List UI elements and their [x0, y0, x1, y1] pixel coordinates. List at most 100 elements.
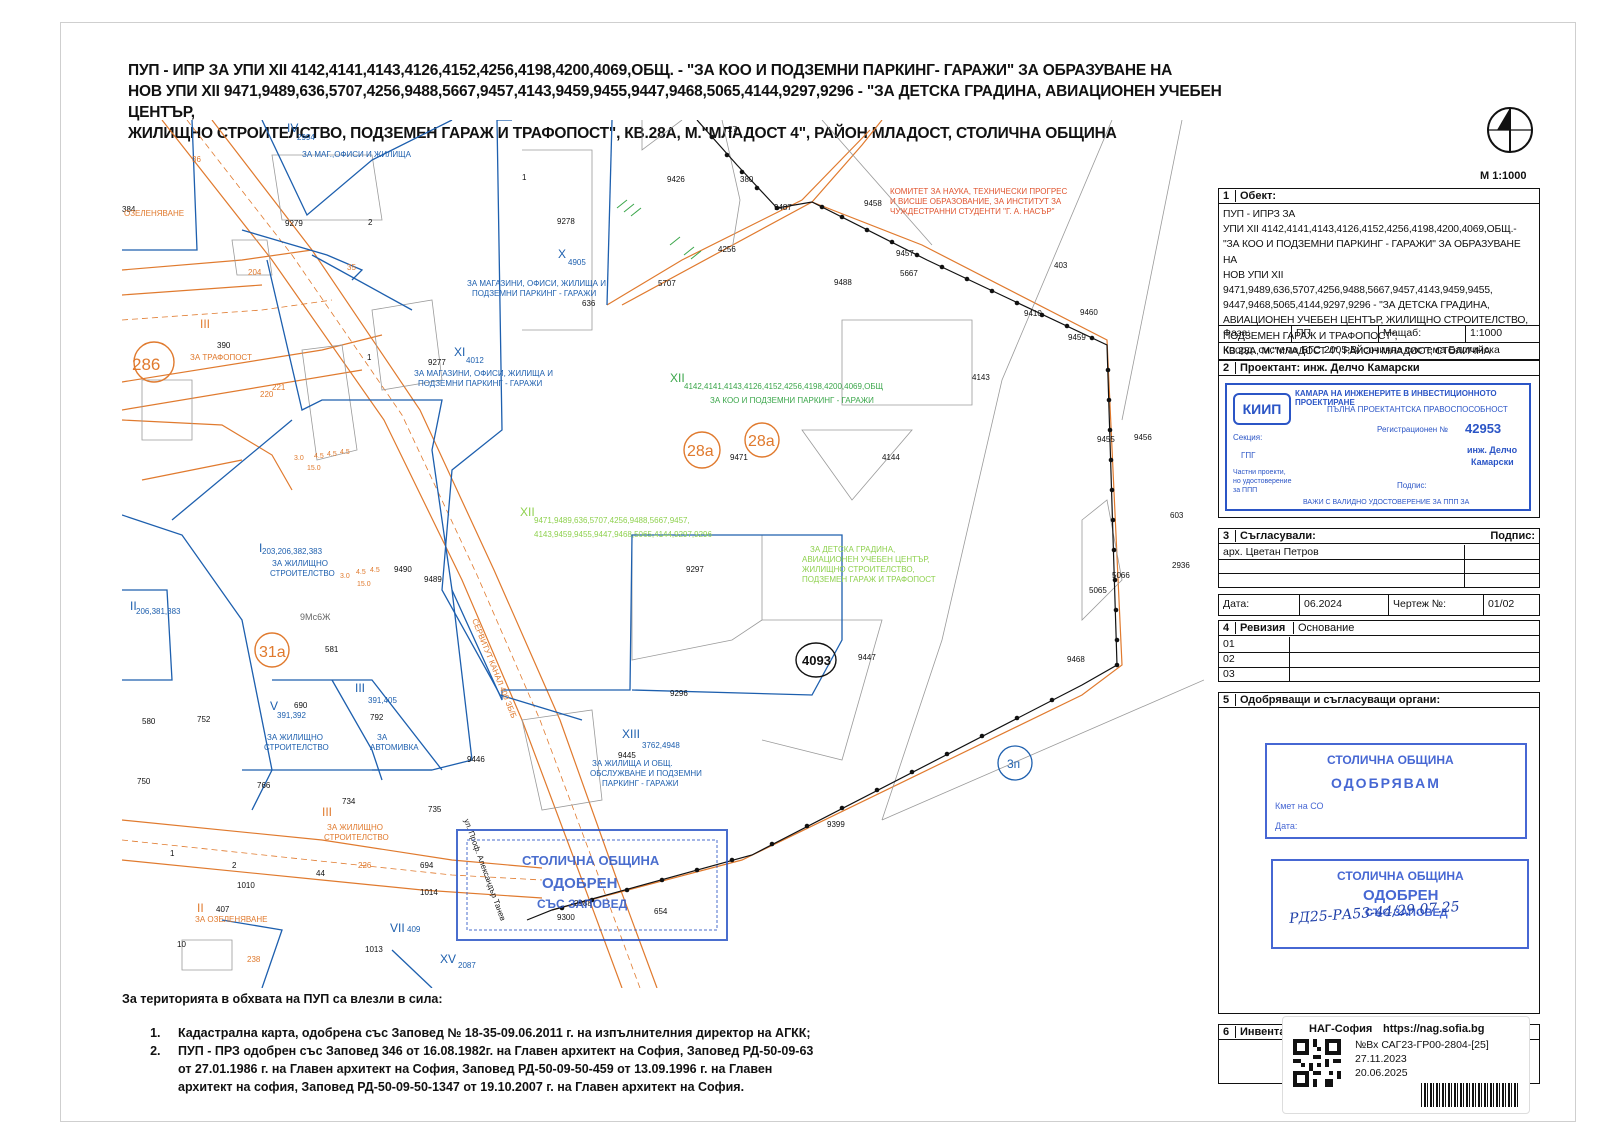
survey-point: 238: [247, 955, 261, 964]
quarter-number: 3п: [1007, 757, 1020, 771]
parcel-number: 9488: [834, 278, 852, 287]
stamp-text: ГПГ: [1241, 451, 1256, 460]
stamp-text: ОДОБРЕН: [1363, 887, 1439, 904]
parcel-number: 603: [1170, 511, 1184, 520]
stamp-text: КАМАРА НА ИНЖЕНЕРИТЕ В ИНВЕСТИЦИОННОТО П…: [1295, 389, 1497, 407]
parcel-number: 1: [367, 353, 372, 362]
stamp-text: Камарски: [1471, 457, 1514, 467]
parcel-number: 9445: [618, 751, 636, 760]
parcel-number: 690: [294, 701, 308, 710]
kiip-logo-icon: КИИП: [1233, 393, 1291, 425]
municipality-approval-stamp: СТОЛИЧНА ОБЩИНА ОДОБРЕН СЪС ЗАПОВЕД: [1271, 859, 1529, 949]
parcel-number: 9300: [557, 913, 575, 922]
stamp-text: Дата:: [1275, 821, 1298, 831]
upi-parcels: 409: [407, 925, 421, 934]
quarter-number: 28а: [748, 433, 775, 450]
legal-item: ПУП - ПРЗ одобрен със Заповед 346 от 16.…: [164, 1042, 822, 1096]
coordinate-system: Коорд. система БГС 2005,Височинна систем…: [1223, 344, 1500, 356]
parcel-number: 5066: [1112, 571, 1130, 580]
object-line: ПУП - ИПРЗ ЗА: [1223, 209, 1296, 220]
parcel-number: 9489: [424, 575, 442, 584]
parcel-number: 9471: [730, 453, 748, 462]
scale-label: Мащаб:: [1379, 326, 1466, 342]
parcel-number: 44: [316, 869, 325, 878]
cadastral-map[interactable]: 9426 380 27 9278 1 9279 2 636 5707 4256 …: [122, 120, 1204, 988]
upi-purpose: ЗА ЖИЛИЩА И ОБЩ.: [592, 759, 673, 768]
parcel-number: 9490: [394, 565, 412, 574]
designer-name: Проектант: инж. Делчо Камарски: [1240, 362, 1420, 374]
block-label: Ревизия: [1240, 622, 1286, 634]
parcel-number: 9458: [864, 199, 882, 208]
block-index: 3: [1223, 530, 1236, 542]
nag-reference: №Вх САГ23-ГР00-2804-[25]: [1355, 1039, 1489, 1051]
block-label: Одобряващи и съгласуващи органи:: [1240, 694, 1441, 706]
upi-parcels: 4143,9459,9455,9447,9468,5065,4144,9297,…: [534, 530, 713, 539]
block-label: Инвентар: [1240, 1026, 1293, 1038]
block-index: 4: [1223, 622, 1236, 634]
parcel-number: 5707: [658, 279, 676, 288]
title-line: ЖИЛИЩНО СТРОИТЕЛСТВО, ПОДЗЕМЕН ГАРАЖ И Т…: [128, 125, 1117, 142]
object-line: НОВ УПИ XII 9471,9489,636,5707,4256,9488…: [1223, 269, 1493, 297]
upi-number: X: [558, 247, 566, 261]
upi-purpose: ЧУЖДЕСТРАННИ СТУДЕНТИ "Г. А. НАСЪР": [890, 207, 1055, 216]
upi-purpose: СТРОИТЕЛСТВО: [324, 833, 389, 842]
block-index: 1: [1223, 190, 1236, 202]
upi-parcels: 2087: [458, 961, 476, 970]
upi-purpose: ЗА ОЗЕЛЕНЯВАНЕ: [195, 915, 267, 924]
stamp-text: Кмет на СО: [1275, 801, 1324, 811]
upi-number: I: [259, 541, 262, 555]
parcel-number: 735: [428, 805, 442, 814]
parcel-number: 9457: [896, 249, 914, 258]
parcel-number: 2: [232, 861, 237, 870]
basis-label: Основание: [1298, 622, 1355, 634]
upi-parcels: 206,381,383: [136, 607, 181, 616]
upi-parcels: 4905: [568, 258, 586, 267]
parcel-number: 9446: [467, 755, 485, 764]
servitude-label: СЕРВИТУТ КАНАЛ 400 ЗБ/Б: [470, 617, 518, 719]
stamp-text: Регистрационен №: [1377, 425, 1448, 434]
parcel-number: 9456: [1134, 433, 1152, 442]
parcel-number: 1: [170, 849, 175, 858]
nag-date: 20.06.2025: [1355, 1067, 1408, 1079]
road-width: 4.5: [340, 449, 350, 456]
parcel-number: 1: [522, 173, 527, 182]
stamp-text: Секция:: [1233, 433, 1263, 442]
mayor-approval-stamp: СТОЛИЧНА ОБЩИНА ОДОБРЯВАМ Кмет на СО Дат…: [1265, 743, 1527, 839]
road-width: 15.0: [357, 581, 371, 588]
title-line: ПУП - ИПР ЗА УПИ XII 4142,4141,4143,4126…: [128, 62, 1173, 79]
upi-purpose: ПОДЗЕМЕН ГАРАЖ И ТРАФОПОСТ: [802, 575, 936, 584]
parcel-number: 9447: [858, 653, 876, 662]
nag-date: 27.11.2023: [1355, 1053, 1407, 1065]
engineer-stamp: КИИП КАМАРА НА ИНЖЕНЕРИТЕ В ИНВЕСТИЦИОНН…: [1225, 383, 1531, 511]
upi-purpose: ОЗЕЛЕНЯВАНЕ: [124, 209, 184, 218]
upi-parcels: 4142,4141,4143,4126,4152,4256,4198,4200,…: [684, 382, 884, 391]
upi-parcels: 9471,9489,636,5707,4256,9488,5667,9457,: [534, 516, 690, 525]
nag-url[interactable]: https://nag.sofia.bg: [1383, 1023, 1485, 1035]
parcel-number: 752: [197, 715, 211, 724]
phase-label: Фаза:: [1219, 326, 1292, 342]
upi-purpose: ПОДЗЕМНИ ПАРКИНГ - ГАРАЖИ: [418, 379, 543, 388]
upi-purpose: ПАРКИНГ - ГАРАЖИ: [602, 779, 679, 788]
survey-point: 204: [248, 268, 262, 277]
upi-number: VII: [390, 921, 405, 935]
legal-heading: За територията в обхвата на ПУП са влезл…: [122, 992, 443, 1006]
upi-parcels: 391,392: [277, 711, 306, 720]
stamp-text: ОДОБРЕН: [542, 875, 617, 892]
parcel-number: 9426: [667, 175, 685, 184]
parcel-number: 4144: [882, 453, 900, 462]
parcel-number: 5667: [900, 269, 918, 278]
upi-purpose: ЗА КОО И ПОДЗЕМНИ ПАРКИНГ - ГАРАЖИ: [710, 396, 874, 405]
parcel-number: 636: [582, 299, 596, 308]
parcel-number: 9279: [285, 219, 303, 228]
map-scale: М 1:1000: [1480, 170, 1527, 182]
stamp-text: СТОЛИЧНА ОБЩИНА: [1337, 869, 1464, 883]
survey-point: 220: [260, 390, 274, 399]
upi-purpose: ПОДЗЕМНИ ПАРКИНГ - ГАРАЖИ: [472, 289, 597, 298]
registration-number: 42953: [1465, 421, 1502, 436]
upi-number: XIII: [622, 727, 640, 741]
survey-point: 36: [192, 155, 201, 164]
upi-purpose: ЗА ЖИЛИЩНО: [267, 733, 323, 742]
road-width: 15.0: [307, 465, 321, 472]
block-index: 6: [1223, 1026, 1236, 1038]
